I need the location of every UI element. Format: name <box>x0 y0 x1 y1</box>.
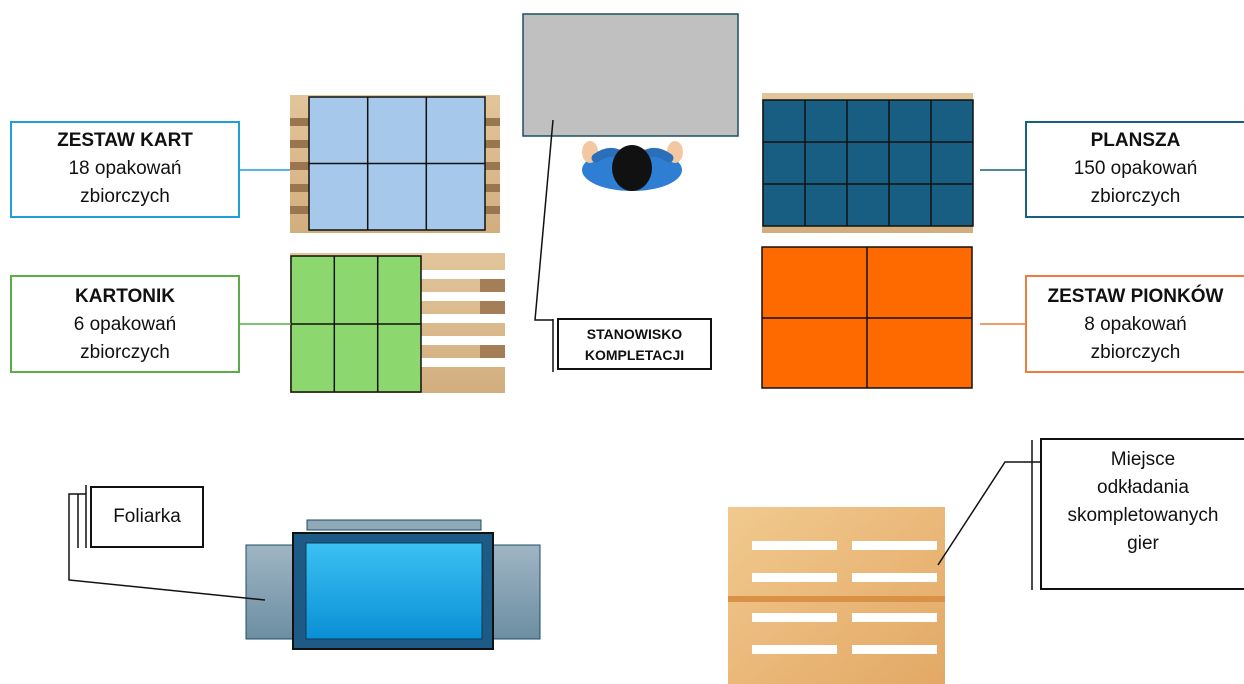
package-grid-kartonik <box>291 256 421 392</box>
label-count: 150 opakowań <box>1027 155 1244 183</box>
label-unit: zbiorczych <box>1027 183 1244 211</box>
callout-workstation: STANOWISKO KOMPLETACJI <box>557 318 712 370</box>
callout-drop-zone: Miejsce odkładania skompletowanych gier <box>1040 438 1244 590</box>
label-unit: zbiorczych <box>12 183 238 211</box>
label-plansza: PLANSZA 150 opakowań zbiorczych <box>1025 121 1244 218</box>
label-count: 8 opakowań <box>1027 311 1244 339</box>
pallet-zestaw-pionkow <box>762 247 972 388</box>
package-grid-plansza <box>763 100 973 226</box>
pallet-plansza <box>762 93 973 233</box>
label-title: ZESTAW KART <box>12 127 238 155</box>
workstation-line2: KOMPLETACJI <box>559 345 710 366</box>
label-title: KARTONIK <box>12 283 238 311</box>
label-title: ZESTAW PIONKÓW <box>1027 283 1244 311</box>
label-count: 6 opakowań <box>12 311 238 339</box>
label-title: PLANSZA <box>1027 127 1244 155</box>
output-pallet <box>728 507 945 684</box>
drop-zone-line1: Miejsce <box>1042 446 1244 474</box>
connector-drop-zone <box>938 462 1040 565</box>
drop-zone-line3: skompletowanych <box>1042 502 1244 530</box>
label-unit: zbiorczych <box>12 339 238 367</box>
package-grid-zestaw-kart <box>309 97 485 230</box>
wrapper-label: Foliarka <box>113 506 181 527</box>
label-unit: zbiorczych <box>1027 339 1244 367</box>
worker-icon <box>582 141 683 191</box>
connector-workstation <box>535 120 553 320</box>
label-kartonik: KARTONIK 6 opakowań zbiorczych <box>10 275 240 373</box>
drop-zone-line2: odkładania <box>1042 474 1244 502</box>
label-zestaw-pionkow: ZESTAW PIONKÓW 8 opakowań zbiorczych <box>1025 275 1244 373</box>
pallet-kartonik <box>290 253 505 393</box>
workstation-line1: STANOWISKO <box>559 324 710 345</box>
workstation-table <box>523 14 738 136</box>
callout-wrapper: Foliarka <box>90 486 204 548</box>
pallet-zestaw-kart <box>290 95 500 233</box>
drop-zone-line4: gier <box>1042 530 1244 558</box>
label-zestaw-kart: ZESTAW KART 18 opakowań zbiorczych <box>10 121 240 218</box>
wrapping-machine <box>246 520 540 649</box>
label-count: 18 opakowań <box>12 155 238 183</box>
